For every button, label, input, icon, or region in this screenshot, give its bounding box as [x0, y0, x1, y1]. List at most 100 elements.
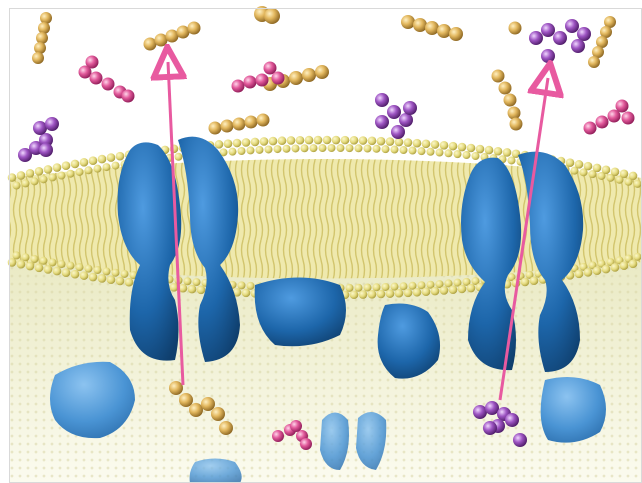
lipid-head [175, 153, 183, 161]
lipid-head [355, 144, 363, 152]
gold-molecule-atom [188, 22, 201, 35]
lipid-head [341, 136, 350, 145]
lipid-head [112, 269, 120, 277]
lipid-head [238, 281, 246, 289]
lipid-head [247, 282, 255, 290]
lipid-head [89, 273, 98, 282]
gold-molecule-atom [302, 68, 316, 82]
lipid-head [611, 263, 620, 272]
purple-molecule-atom [403, 101, 417, 115]
lipid-head [35, 263, 44, 272]
lipid-head [620, 261, 629, 270]
lipid-head [350, 290, 359, 299]
lipid-head [418, 147, 426, 155]
gold-molecule-atom [36, 32, 48, 44]
gold-molecule-atom [510, 118, 523, 131]
lipid-head [382, 145, 390, 153]
gold-molecule-atom [437, 24, 451, 38]
pink-molecule-atom [256, 74, 269, 87]
lipid-head [260, 137, 269, 146]
lipid-head [337, 144, 345, 152]
lipid-head [197, 286, 206, 295]
lipid-head [476, 145, 485, 154]
lipid-head [13, 251, 21, 259]
gold-molecule-inside-atom [211, 407, 225, 421]
lipid-head [94, 165, 102, 173]
purple-molecule-atom [541, 23, 555, 37]
lipid-head [242, 138, 251, 147]
lipid-head [22, 253, 30, 261]
gold-molecule-inside-atom [201, 397, 215, 411]
lipid-head [584, 268, 593, 277]
lipid-head [332, 136, 341, 145]
lipid-head [395, 138, 404, 147]
lipid-head [274, 145, 282, 153]
lipid-head [323, 136, 332, 145]
lipid-head [377, 137, 386, 146]
lipid-head [125, 278, 134, 287]
lipid-head [472, 152, 480, 160]
purple-molecule-atom [45, 117, 59, 131]
lipid-head [76, 168, 84, 176]
lipid-head [377, 290, 386, 299]
purple-molecule-atom [391, 125, 405, 139]
purple-molecule-atom [375, 115, 389, 129]
gold-molecule-atom [40, 12, 52, 24]
lipid-head [494, 147, 503, 156]
lipid-head [103, 163, 111, 171]
lipid-head [634, 180, 642, 188]
lipid-head [440, 286, 449, 295]
purple-molecule-inside-atom [513, 433, 527, 447]
pink-molecule-atom [79, 66, 92, 79]
lipid-head [431, 287, 440, 296]
lipid-head [620, 169, 629, 178]
lipid-head [265, 145, 273, 153]
lipid-head [296, 136, 305, 145]
gold-molecule-inside-atom [219, 421, 233, 435]
lipid-head [359, 290, 368, 299]
lipid-head [229, 148, 237, 156]
lipid-head [184, 277, 192, 285]
lipid-head [305, 136, 314, 145]
gold-molecule-atom [233, 118, 246, 131]
gold-molecule-atom [449, 27, 463, 41]
lipid-head [413, 139, 422, 148]
lipid-head [602, 265, 611, 274]
gold-molecule-atom [508, 107, 521, 120]
lipid-head [310, 144, 318, 152]
lipid-head [80, 271, 89, 280]
lipid-head [355, 284, 363, 292]
lipid-head [400, 146, 408, 154]
pink-molecule-atom [622, 112, 635, 125]
lipid-head [85, 166, 93, 174]
lipid-head [53, 163, 62, 172]
gold-molecule-atom [401, 15, 415, 29]
lipid-head [319, 144, 327, 152]
purple-molecule-atom [529, 31, 543, 45]
lipid-head [26, 262, 35, 271]
lipid-head [364, 145, 372, 153]
lipid-head [49, 173, 57, 181]
lipid-head [454, 150, 462, 158]
lipid-head [233, 139, 242, 148]
lipid-head [71, 160, 80, 169]
lipid-head [278, 136, 287, 145]
lipid-head [251, 138, 260, 147]
lipid-head [13, 182, 21, 190]
lipid-head [395, 289, 404, 298]
purple-molecule-atom [399, 113, 413, 127]
gold-molecule-atom [32, 52, 44, 64]
purple-molecule-atom [541, 49, 555, 63]
lipid-head [116, 277, 125, 286]
peripheral-protein-lower-right [541, 377, 606, 443]
pink-molecule-atom [90, 72, 103, 85]
lipid-head [188, 285, 197, 294]
gold-molecule-inside-atom [179, 393, 193, 407]
pink-molecule-atom [232, 80, 245, 93]
lipid-head [373, 145, 381, 153]
pink-molecule-atom [102, 78, 115, 91]
lipid-head [103, 267, 111, 275]
lipid-head [67, 262, 75, 270]
purple-molecule-atom [375, 93, 389, 107]
